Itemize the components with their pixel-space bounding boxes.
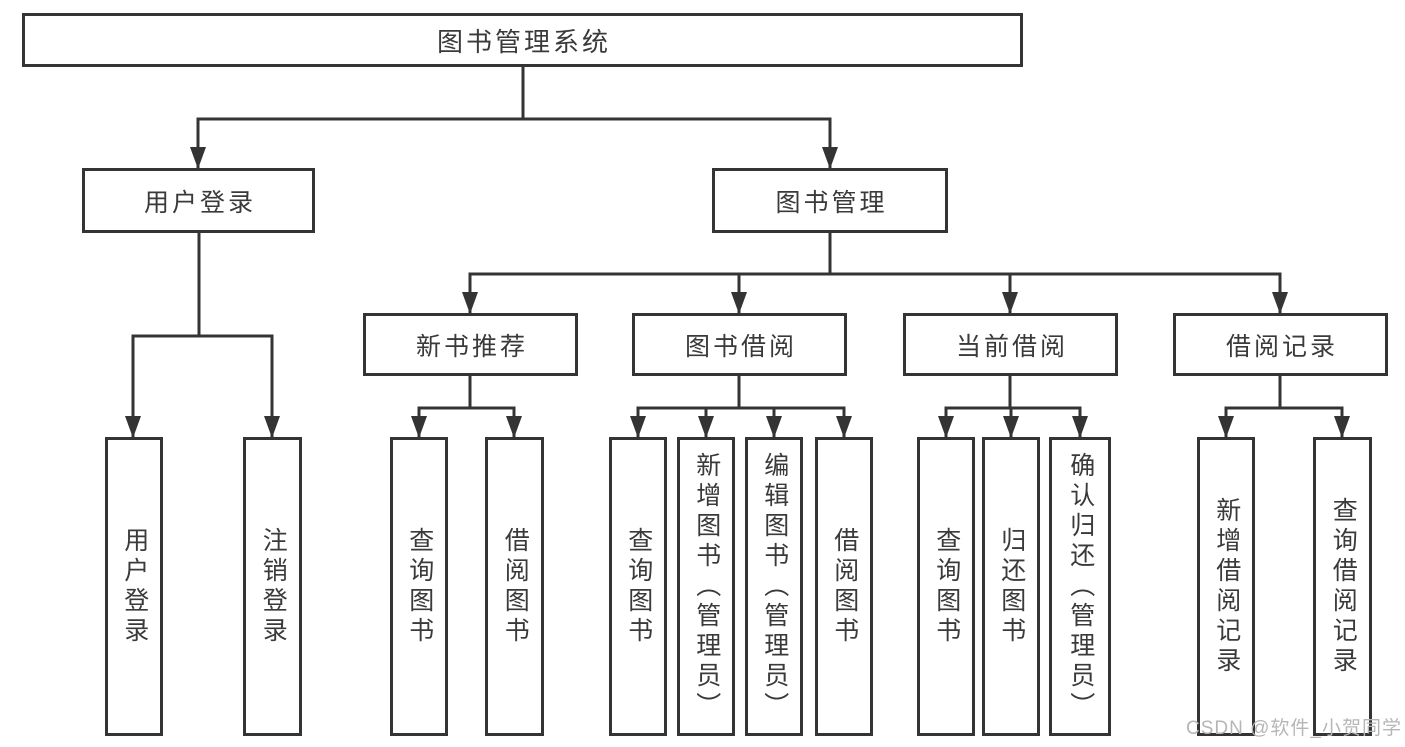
leaf-newbook-query: 查询图书 [390, 437, 448, 736]
node-root-label: 图书管理系统 [436, 26, 611, 57]
node-root: 图书管理系统 [22, 13, 1023, 67]
node-borrow-records: 借阅记录 [1173, 313, 1388, 376]
leaf-confirm-return: 确认归还（管理员） [1049, 437, 1111, 736]
node-borrow-records-label: 借阅记录 [1225, 332, 1338, 361]
node-book-management-label: 图书管理 [775, 188, 888, 217]
leaf-user-login: 用户登录 [105, 437, 163, 736]
leaf-current-query-label: 查询图书 [932, 526, 961, 647]
leaf-query-record-label: 查询借阅记录 [1329, 496, 1358, 677]
node-current-borrow-label: 当前借阅 [955, 332, 1068, 361]
leaf-newbook-borrow-label: 借阅图书 [501, 526, 530, 647]
watermark: CSDN @软件_小贺同学 [1186, 718, 1402, 739]
leaf-borrow-book-label: 借阅图书 [830, 526, 859, 647]
node-new-book-recommend-label: 新书推荐 [415, 332, 528, 361]
leaf-borrow-edit-book-label: 编辑图书（管理员） [760, 451, 789, 722]
leaf-confirm-return-label: 确认归还（管理员） [1066, 451, 1095, 722]
leaf-borrow-book: 借阅图书 [815, 437, 873, 736]
node-book-management: 图书管理 [712, 168, 948, 233]
node-new-book-recommend: 新书推荐 [363, 313, 578, 376]
leaf-newbook-query-label: 查询图书 [405, 526, 434, 647]
leaf-borrow-edit-book: 编辑图书（管理员） [745, 437, 803, 736]
leaf-current-query: 查询图书 [917, 437, 975, 736]
leaf-add-record: 新增借阅记录 [1197, 437, 1255, 736]
leaf-borrow-query-label: 查询图书 [624, 526, 653, 647]
node-book-borrow-label: 图书借阅 [684, 332, 797, 361]
node-current-borrow: 当前借阅 [903, 313, 1118, 376]
leaf-add-record-label: 新增借阅记录 [1212, 496, 1241, 677]
node-user-login-label: 用户登录 [143, 188, 256, 217]
leaf-borrow-add-book-label: 新增图书（管理员） [692, 451, 721, 722]
leaf-user-login-label: 用户登录 [120, 526, 149, 647]
leaf-borrow-query: 查询图书 [609, 437, 667, 736]
leaf-return-book: 归还图书 [982, 437, 1040, 736]
leaf-return-book-label: 归还图书 [997, 526, 1026, 647]
node-book-borrow: 图书借阅 [632, 313, 847, 376]
leaf-logout-label: 注销登录 [259, 526, 288, 647]
leaf-logout: 注销登录 [243, 437, 302, 736]
node-user-login: 用户登录 [82, 168, 315, 233]
leaf-query-record: 查询借阅记录 [1313, 437, 1372, 736]
leaf-newbook-borrow: 借阅图书 [485, 437, 544, 736]
leaf-borrow-add-book: 新增图书（管理员） [677, 437, 735, 736]
